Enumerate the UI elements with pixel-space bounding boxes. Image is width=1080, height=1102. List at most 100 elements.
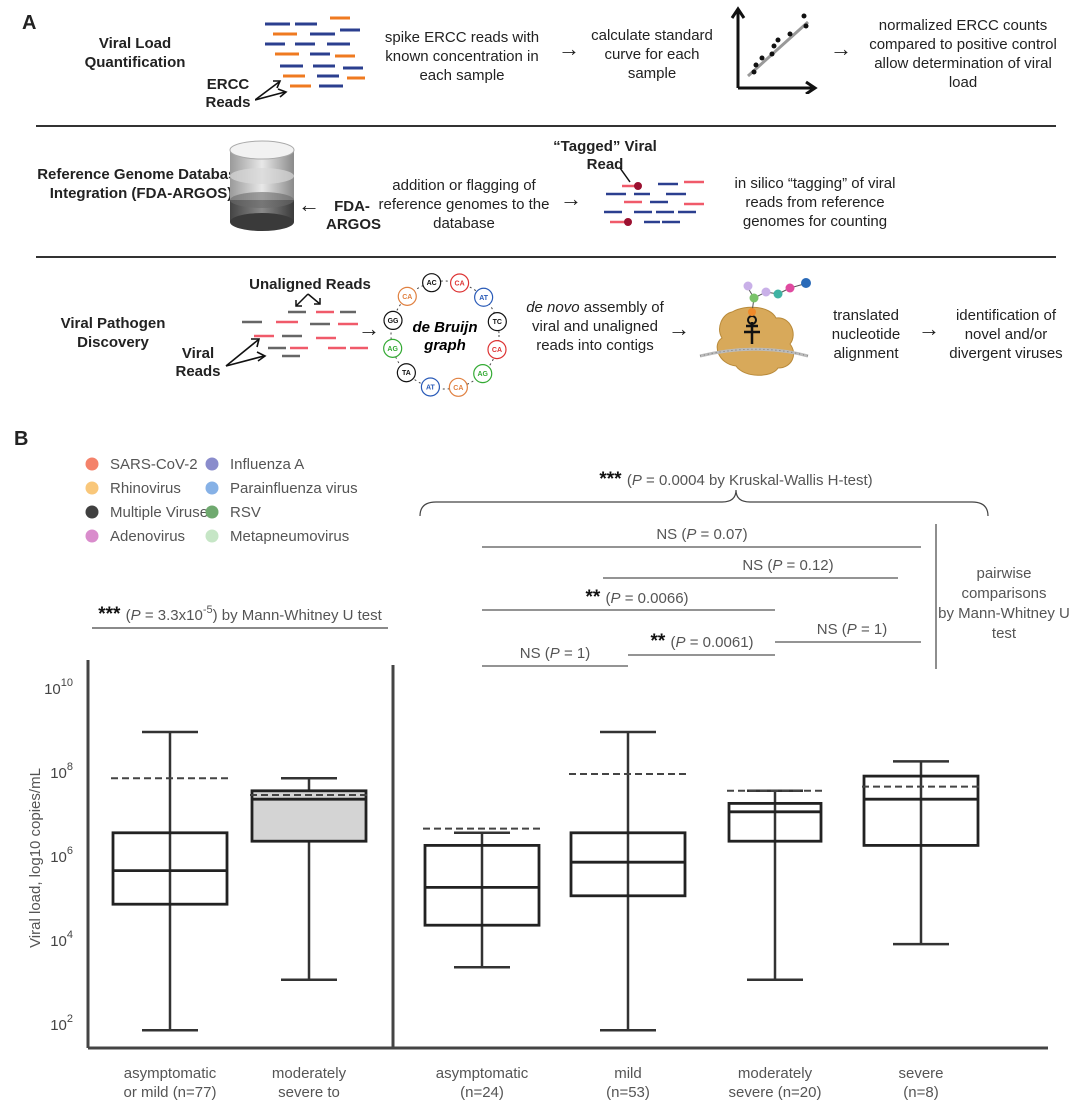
kmer-node: CA — [487, 339, 507, 360]
legend-label: Adenovirus — [110, 528, 185, 545]
kmer-node: CA — [397, 286, 417, 306]
y-tick-label: 108 — [50, 761, 73, 782]
x-tick-label: severe to — [278, 1084, 340, 1101]
row2-step1: addition or flagging of reference genome… — [378, 177, 550, 232]
x-tick-label: (n=8) — [903, 1084, 938, 1101]
row1-arrow2: → — [830, 36, 852, 61]
pairwise-label: pairwise — [976, 565, 1031, 582]
box — [423, 843, 541, 927]
row3-title: Viral Pathogen Discovery — [60, 315, 166, 351]
pairwise-label: by Mann-Whitney U — [938, 605, 1070, 622]
kmer-node: AG — [383, 338, 403, 358]
legend-label: Multiple Viruses — [110, 504, 216, 521]
ribosome-illustration — [699, 278, 811, 376]
kmer-label: AT — [426, 384, 436, 391]
legend-marker — [205, 481, 219, 495]
row2-step2: in silico “tagging” of viral reads from … — [734, 175, 896, 230]
kmer-label: AG — [387, 346, 398, 353]
box — [569, 831, 687, 898]
kruskal-wallis-label: *** (P = 0.0004 by Kruskal-Wallis H-test… — [599, 469, 872, 490]
x-tick-label: moderately — [738, 1065, 813, 1082]
kmer-label: AC — [427, 280, 437, 287]
boxplot — [250, 776, 368, 982]
kruskal-wallis-bracket — [419, 489, 989, 517]
kmer-label: CA — [453, 385, 463, 392]
fda-argos-label: FDA-ARGOS — [326, 198, 382, 233]
y-tick-label: 106 — [50, 845, 73, 866]
unaligned-reads-label: Unaligned Reads — [249, 276, 371, 293]
kmer-label: CA — [455, 281, 465, 288]
legend-label: Parainfluenza virus — [230, 480, 358, 497]
legend-marker — [205, 505, 219, 519]
panel-a-letter: A — [22, 12, 37, 34]
kmer-node: AT — [420, 377, 441, 397]
kmer-node: CA — [449, 273, 470, 293]
boxplot — [727, 789, 823, 982]
x-tick-label: asymptomatic — [124, 1065, 217, 1082]
kmer-node: AC — [422, 273, 442, 293]
x-tick-label: asymptomatic — [436, 1065, 529, 1082]
x-tick-label: mild — [614, 1065, 642, 1082]
legend-label: RSV — [230, 504, 261, 521]
legend-marker — [85, 529, 99, 543]
panel-b-letter: B — [14, 428, 29, 450]
row2-arrow1: → — [560, 186, 582, 211]
row3-arrow1: → — [358, 316, 380, 341]
pairwise-label: comparisons — [961, 585, 1046, 602]
kmer-node: GG — [383, 310, 403, 331]
row1-step2: calculate standard curve for each sample — [591, 27, 713, 82]
y-tick-label: 102 — [50, 1013, 73, 1034]
row3-step1: de novo assembly of viral and unaligned … — [520, 298, 670, 355]
kmer-node: CA — [448, 377, 468, 397]
graph-label-line2: graph — [423, 337, 466, 354]
kmer-node: AG — [473, 364, 493, 384]
pairwise-label: test — [992, 625, 1017, 642]
comparison-label: NS (P = 0.12) — [742, 557, 833, 574]
viral-reads-label: Viral Reads — [175, 345, 221, 380]
kmer-label: GG — [388, 318, 399, 325]
fda-argos-arrow: ← — [298, 192, 320, 217]
row1-arrow1: → — [558, 36, 580, 61]
significance-annotations: *** (P = 0.0004 by Kruskal-Wallis H-test… — [92, 469, 1070, 669]
legend-label: Rhinovirus — [110, 480, 181, 497]
boxplot — [862, 760, 980, 946]
y-tick-label: 104 — [50, 929, 73, 950]
row2-title: Reference Genome Database Integration (F… — [37, 166, 245, 202]
boxplots — [111, 730, 980, 1032]
kmer-label: AT — [479, 295, 489, 302]
standard-curve-plot-icon — [730, 6, 818, 94]
kmer-label: TC — [493, 319, 502, 326]
boxplot — [111, 730, 229, 1032]
tagged-read-label: “Tagged” Viral Read — [553, 138, 657, 173]
row3-arrow2: → — [668, 316, 690, 341]
row1-step3: normalized ERCC counts compared to posit… — [869, 17, 1057, 91]
row3-step3: identification of novel and/or divergent… — [949, 307, 1063, 362]
box — [727, 801, 823, 843]
unaligned-reads-illustration — [225, 293, 368, 367]
legend-marker — [85, 481, 99, 495]
ercc-reads-label: ERCC Reads — [205, 76, 251, 111]
x-tick-label: severe (n=20) — [729, 1084, 822, 1101]
kmer-label: AG — [477, 371, 488, 378]
box — [862, 774, 980, 847]
x-tick-label: (n=53) — [606, 1084, 650, 1101]
comparison-label: NS (P = 1) — [817, 621, 887, 638]
comparison-label: ** (P = 0.0066) — [585, 587, 688, 608]
tagged-reads-illustration — [604, 168, 704, 226]
mann-whitney-label: *** (P = 3.3x10-5) by Mann-Whitney U tes… — [98, 604, 382, 625]
row3-step2: translated nucleotide alignment — [831, 307, 901, 362]
divider-1 — [36, 125, 1056, 127]
row3-step1-text: assembly of viral and unaligned reads in… — [532, 299, 664, 354]
boxplot — [423, 827, 541, 969]
row1-title: Viral Load Quantification — [84, 35, 186, 71]
ercc-reads-illustration — [255, 16, 365, 101]
row3-arrow3: → — [918, 316, 940, 341]
graph-label-line1: de Bruijn — [412, 319, 477, 336]
y-axis-label: Viral load, log10 copies/mL — [27, 768, 44, 948]
comparison-label: NS (P = 1) — [520, 645, 590, 662]
